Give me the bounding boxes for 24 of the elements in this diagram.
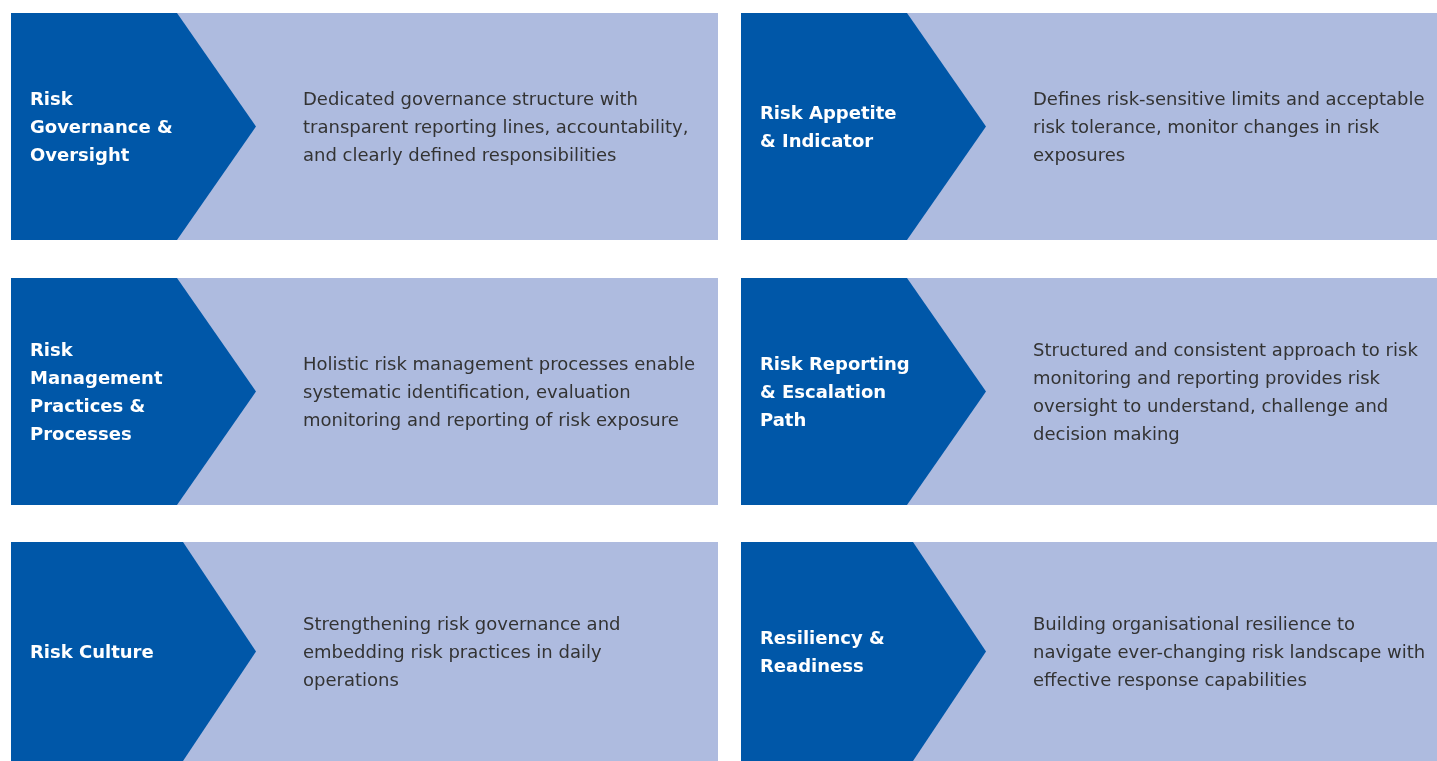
pillar-heading: Resiliency & Readiness <box>760 625 886 678</box>
description-text: Strengthening risk governance and embedding risk practices in daily operations <box>303 611 622 692</box>
chevron-shape <box>741 278 986 505</box>
pillar-heading: Risk Culture <box>30 639 155 664</box>
description-text: Structured and consistent approach to risk monitoring and reporting provides risk oversight to understand, challenge and decision making <box>1033 337 1419 446</box>
chevron-shape <box>741 542 986 761</box>
description-text: Holistic risk management processes enable systematic identification, evaluation monitoring and reporting of risk exposure <box>303 351 697 432</box>
chevron-shape <box>11 278 256 505</box>
chevron-shape <box>11 542 256 761</box>
chevron-shape <box>11 13 256 240</box>
description-panel <box>11 278 718 505</box>
description-panel <box>11 542 718 761</box>
pillar-heading: Risk Governance & Oversight <box>30 86 174 167</box>
pillar-heading: Risk Reporting & Escalation Path <box>760 351 910 432</box>
description-text: Building organisational resilience to navigate ever-changing risk landscape with effective response capabilities <box>1033 611 1427 692</box>
description-panel <box>741 13 1437 240</box>
pillar-heading: Risk Appetite & Indicator <box>760 100 898 153</box>
description-panel <box>741 278 1437 505</box>
description-text: Defines risk-sensitive limits and acceptable risk tolerance, monitor changes in risk exposures <box>1033 86 1426 167</box>
description-panel <box>741 542 1437 761</box>
chevron-shape <box>741 13 986 240</box>
description-text: Dedicated governance structure with transparent reporting lines, accountability, and clearly defined responsibilities <box>303 86 690 167</box>
description-panel <box>11 13 718 240</box>
pillar-heading: Risk Management Practices & Processes <box>30 337 164 446</box>
